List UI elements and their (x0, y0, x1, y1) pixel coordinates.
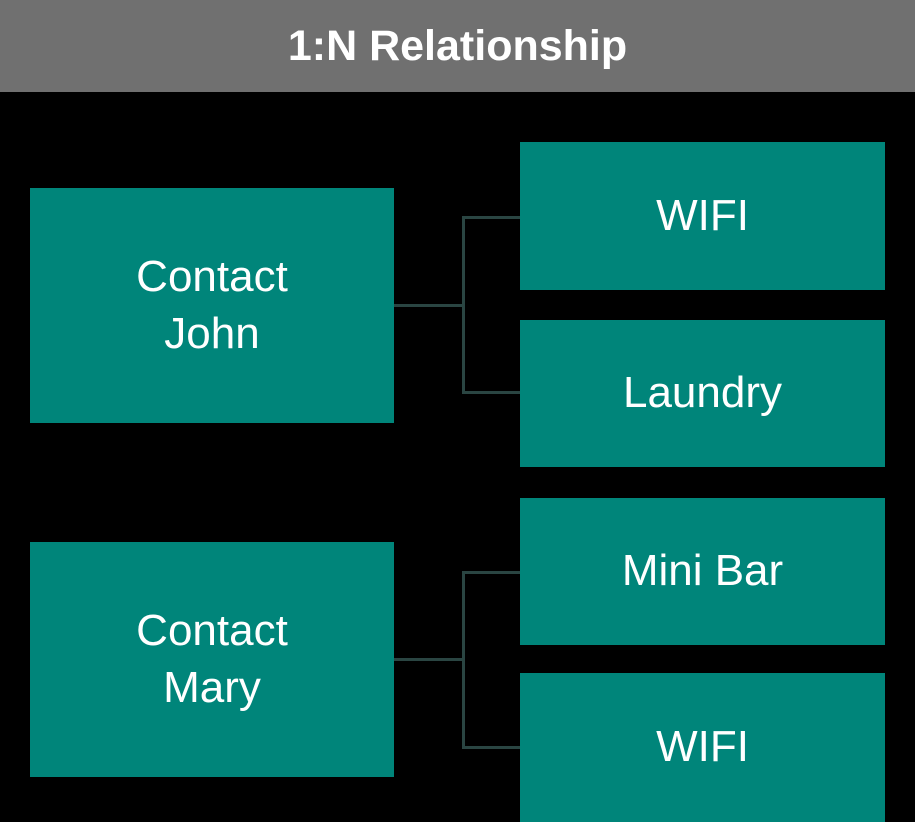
node-contact-mary[interactable]: Contact Mary (30, 542, 394, 777)
connector-mary-stub (394, 658, 465, 661)
node-contact-john[interactable]: Contact John (30, 188, 394, 423)
connector-john-to-wifi (462, 216, 522, 219)
node-wifi-2-label: WIFI (656, 722, 749, 772)
connector-mary-trunk (462, 571, 465, 749)
node-wifi-1[interactable]: WIFI (520, 142, 885, 290)
node-laundry[interactable]: Laundry (520, 320, 885, 467)
connector-mary-to-wifi (462, 746, 522, 749)
node-wifi-1-label: WIFI (656, 190, 749, 240)
node-contact-mary-label: Contact Mary (136, 606, 288, 712)
connector-mary-to-mini-bar (462, 571, 522, 574)
header-bar: 1:N Relationship (0, 0, 915, 92)
node-laundry-label: Laundry (622, 368, 782, 418)
page-title: 1:N Relationship (287, 21, 628, 70)
connector-john-to-laundry (462, 391, 522, 394)
node-contact-john-label: Contact John (136, 252, 288, 358)
connector-john-trunk (462, 216, 465, 394)
node-mini-bar[interactable]: Mini Bar (520, 498, 885, 645)
node-wifi-2[interactable]: WIFI (520, 673, 885, 822)
node-mini-bar-label: Mini Bar (621, 546, 784, 596)
connector-john-stub (394, 304, 465, 307)
